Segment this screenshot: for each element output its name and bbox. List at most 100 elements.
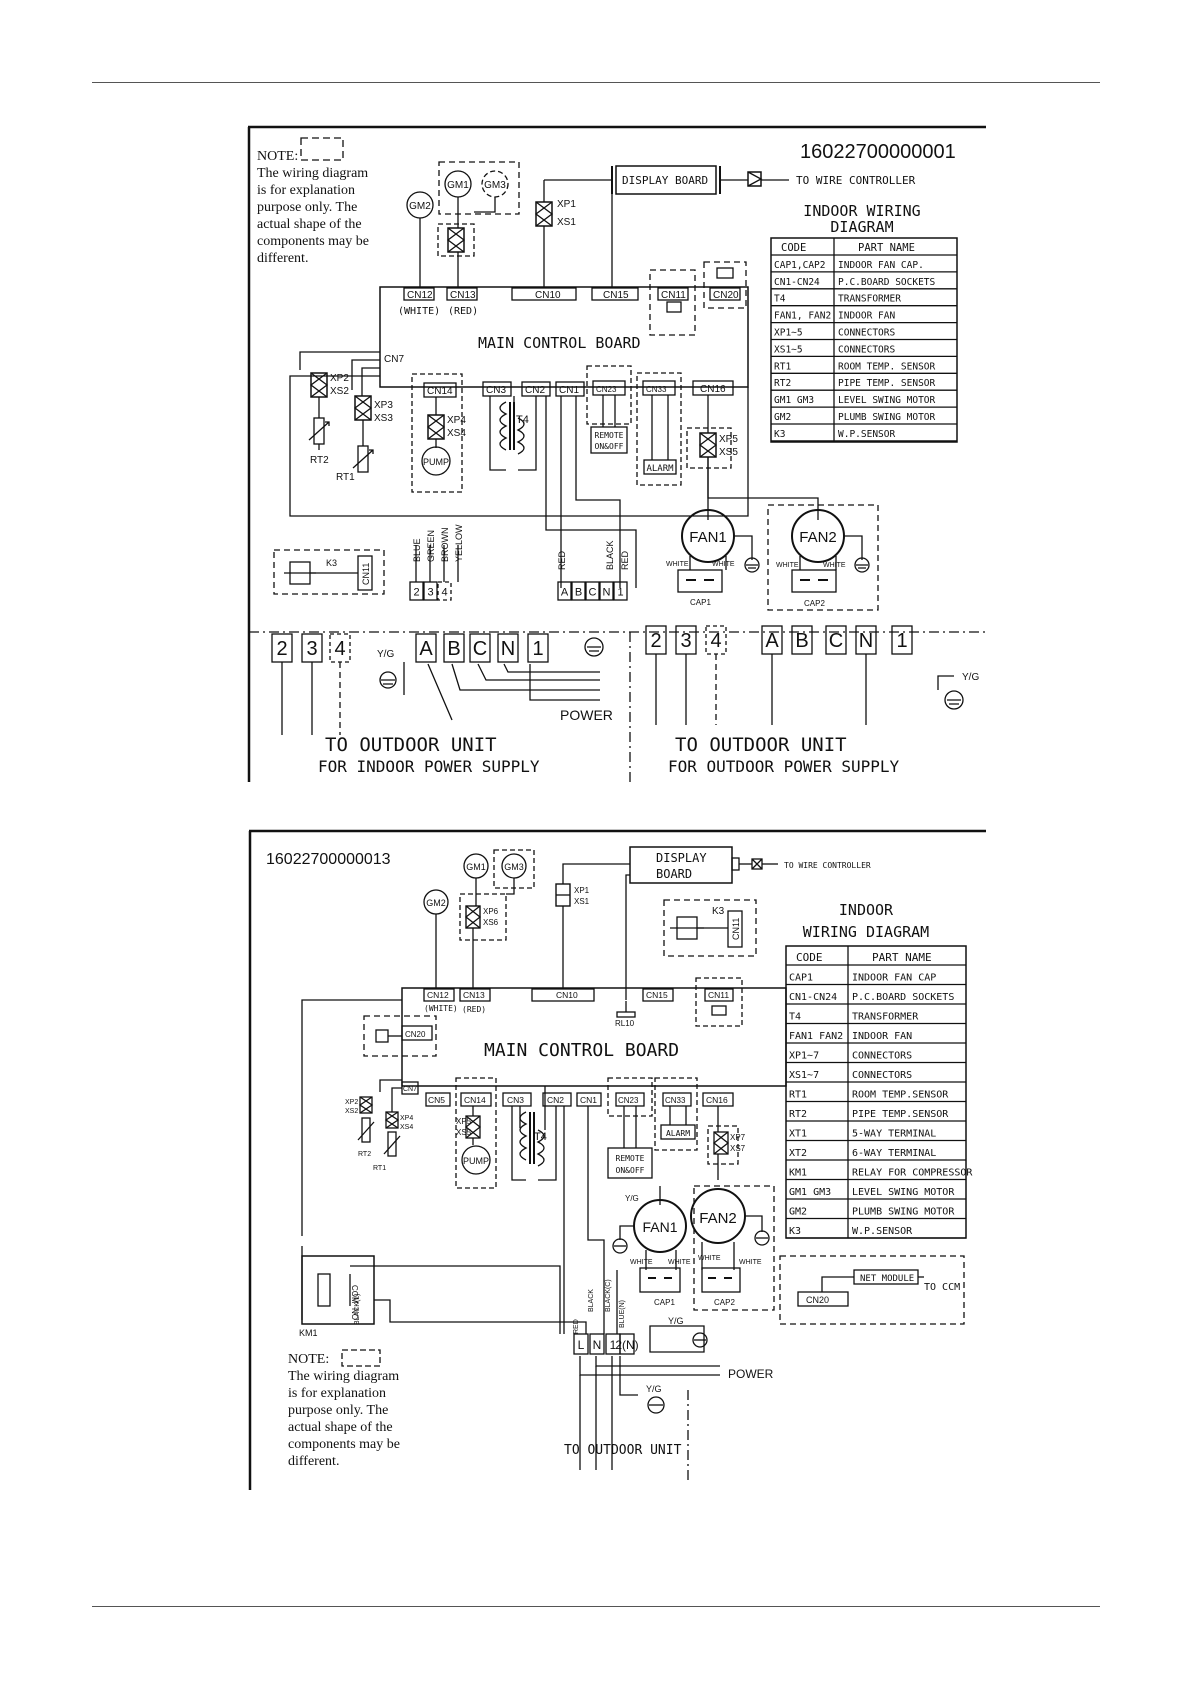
cap2-label: CAP2 [714,1298,735,1307]
note-line: is for explanation [288,1386,386,1401]
terminal-label: 2(N) [615,1338,638,1352]
table-row-part: INDOOR FAN [838,311,895,322]
pump-label: PUMP [423,457,449,467]
display-board-label: BOARD [656,867,692,881]
table-row-part: CONNECTORS [838,328,895,339]
xp6-label: XP6 [483,907,499,916]
terminal [415,633,437,663]
gm2-label: GM2 [426,898,446,908]
power-label: POWER [560,707,613,723]
pump-motor [421,446,451,476]
pump-dashed [455,1077,497,1189]
for-indoor-label: FOR INDOOR POWER SUPPLY [318,757,540,776]
table-row-part: INDOOR FAN [852,1031,912,1042]
note-line: is for explanation [257,183,355,198]
table-row-code: CAP1,CAP2 [774,260,825,271]
terminal-label: 3 [680,630,691,652]
gm1-label: GM1 [447,180,469,191]
note-dashed-symbol [300,137,344,161]
note-line: The wiring diagram [257,166,368,181]
remote-label: REMOTE [616,1154,645,1163]
rt1-sensor [387,1131,397,1157]
terminal-label: N [859,630,873,652]
table-head-code: CODE [796,951,823,964]
table-row-code: XS1~5 [774,344,803,355]
ground-icon [744,557,760,573]
table-row-code: GM1 GM3 [789,1187,831,1198]
wire-controller-label: TO WIRE CONTROLLER [796,174,916,187]
table-row-part: CONNECTORS [838,344,895,355]
table-row-part: PIPE TEMP.SENSOR [852,1109,949,1120]
remote-label: ON&OFF [595,442,624,451]
note-block: NOTE: The wiring diagram is for explanat… [257,149,369,266]
wire-color-label: YELLOW [454,524,464,562]
terminal [791,625,813,655]
terminal [409,581,424,601]
xs5-label: XS5 [456,1128,472,1137]
display-board [615,165,717,195]
gm-dashed-box [438,161,520,215]
terminal [619,1333,635,1355]
main-board-label: MAIN CONTROL BOARD [484,1040,679,1061]
xp5-label: XP5 [456,1117,472,1126]
wire-color-label: RED [573,1319,580,1334]
cn16-label: CN16 [700,384,726,395]
xp4-label: XP4 [447,415,466,426]
rt2-sensor [361,1117,371,1143]
table-row-part: PIPE TEMP. SENSOR [838,378,936,389]
table-row-part: 6-WAY TERMINAL [852,1148,936,1159]
rt1-label: RT1 [336,472,355,483]
xs1-label: XS1 [574,897,590,906]
table-row-code: XP1~7 [789,1051,819,1062]
table-row-part: 5-WAY TERMINAL [852,1129,936,1140]
xp7-label: XP7 [730,1133,746,1142]
terminal-label: N [501,638,515,660]
terminal-label: N [593,1338,602,1352]
terminal-label: 2 [276,638,287,660]
cn1-label: CN1 [559,385,579,396]
cn12-color: (WHITE) [424,1004,458,1013]
terminal-label: 4 [334,638,345,660]
km1-label: KM1 [299,1328,318,1338]
table-row-code: CN1-CN24 [789,992,837,1003]
yg-label: Y/G [668,1316,684,1326]
fan1-label: FAN1 [642,1219,677,1235]
t4-transformer-coil [499,401,508,451]
wire-label: WHITE [712,561,735,568]
ground-icon [754,1230,770,1246]
t4-transformer-coil [519,1111,528,1161]
cn20-dashed [703,261,747,309]
terminal-label: A [765,630,779,652]
cn33-label: CN33 [665,1096,686,1105]
no-label: NO [350,1308,359,1320]
cn11-dashed [649,269,696,336]
table-row-part: ROOM TEMP.SENSOR [852,1090,949,1101]
net-module-dashed [779,1255,965,1325]
cn7-label: CN7 [403,1086,417,1093]
cn14-label: CN14 [427,386,453,397]
cn20-label: CN20 [405,1030,426,1039]
terminal-label: B [795,630,808,652]
alarm [660,1124,696,1140]
terminal-label: 4 [441,587,447,599]
top-connectors: CN12 CN13 CN10 CN15 CN11 CN20 (WHITE) (R… [384,287,741,365]
terminal [527,633,549,663]
table-row-part: CONNECTORS [852,1070,912,1081]
drawing-number: 16022700000001 [800,141,956,163]
terminal [423,581,438,601]
main-board-label: MAIN CONTROL BOARD [478,334,641,352]
wire-color-label: BLACK [605,540,615,570]
ground-icon [379,671,397,689]
table-row-part: ROOM TEMP. SENSOR [838,361,936,372]
xs6-label: XS6 [483,918,499,927]
cn11-label: CN11 [731,918,741,940]
fan2-dashed [693,1185,775,1311]
diagram-title: WIRING DIAGRAM [803,923,929,941]
diagram-title: INDOOR [839,901,894,919]
table-row-code: FAN1, FAN2 [774,311,831,322]
remote-on-off [590,426,628,454]
rt2-label: RT2 [310,455,329,466]
xs2-label: XS2 [330,386,349,397]
